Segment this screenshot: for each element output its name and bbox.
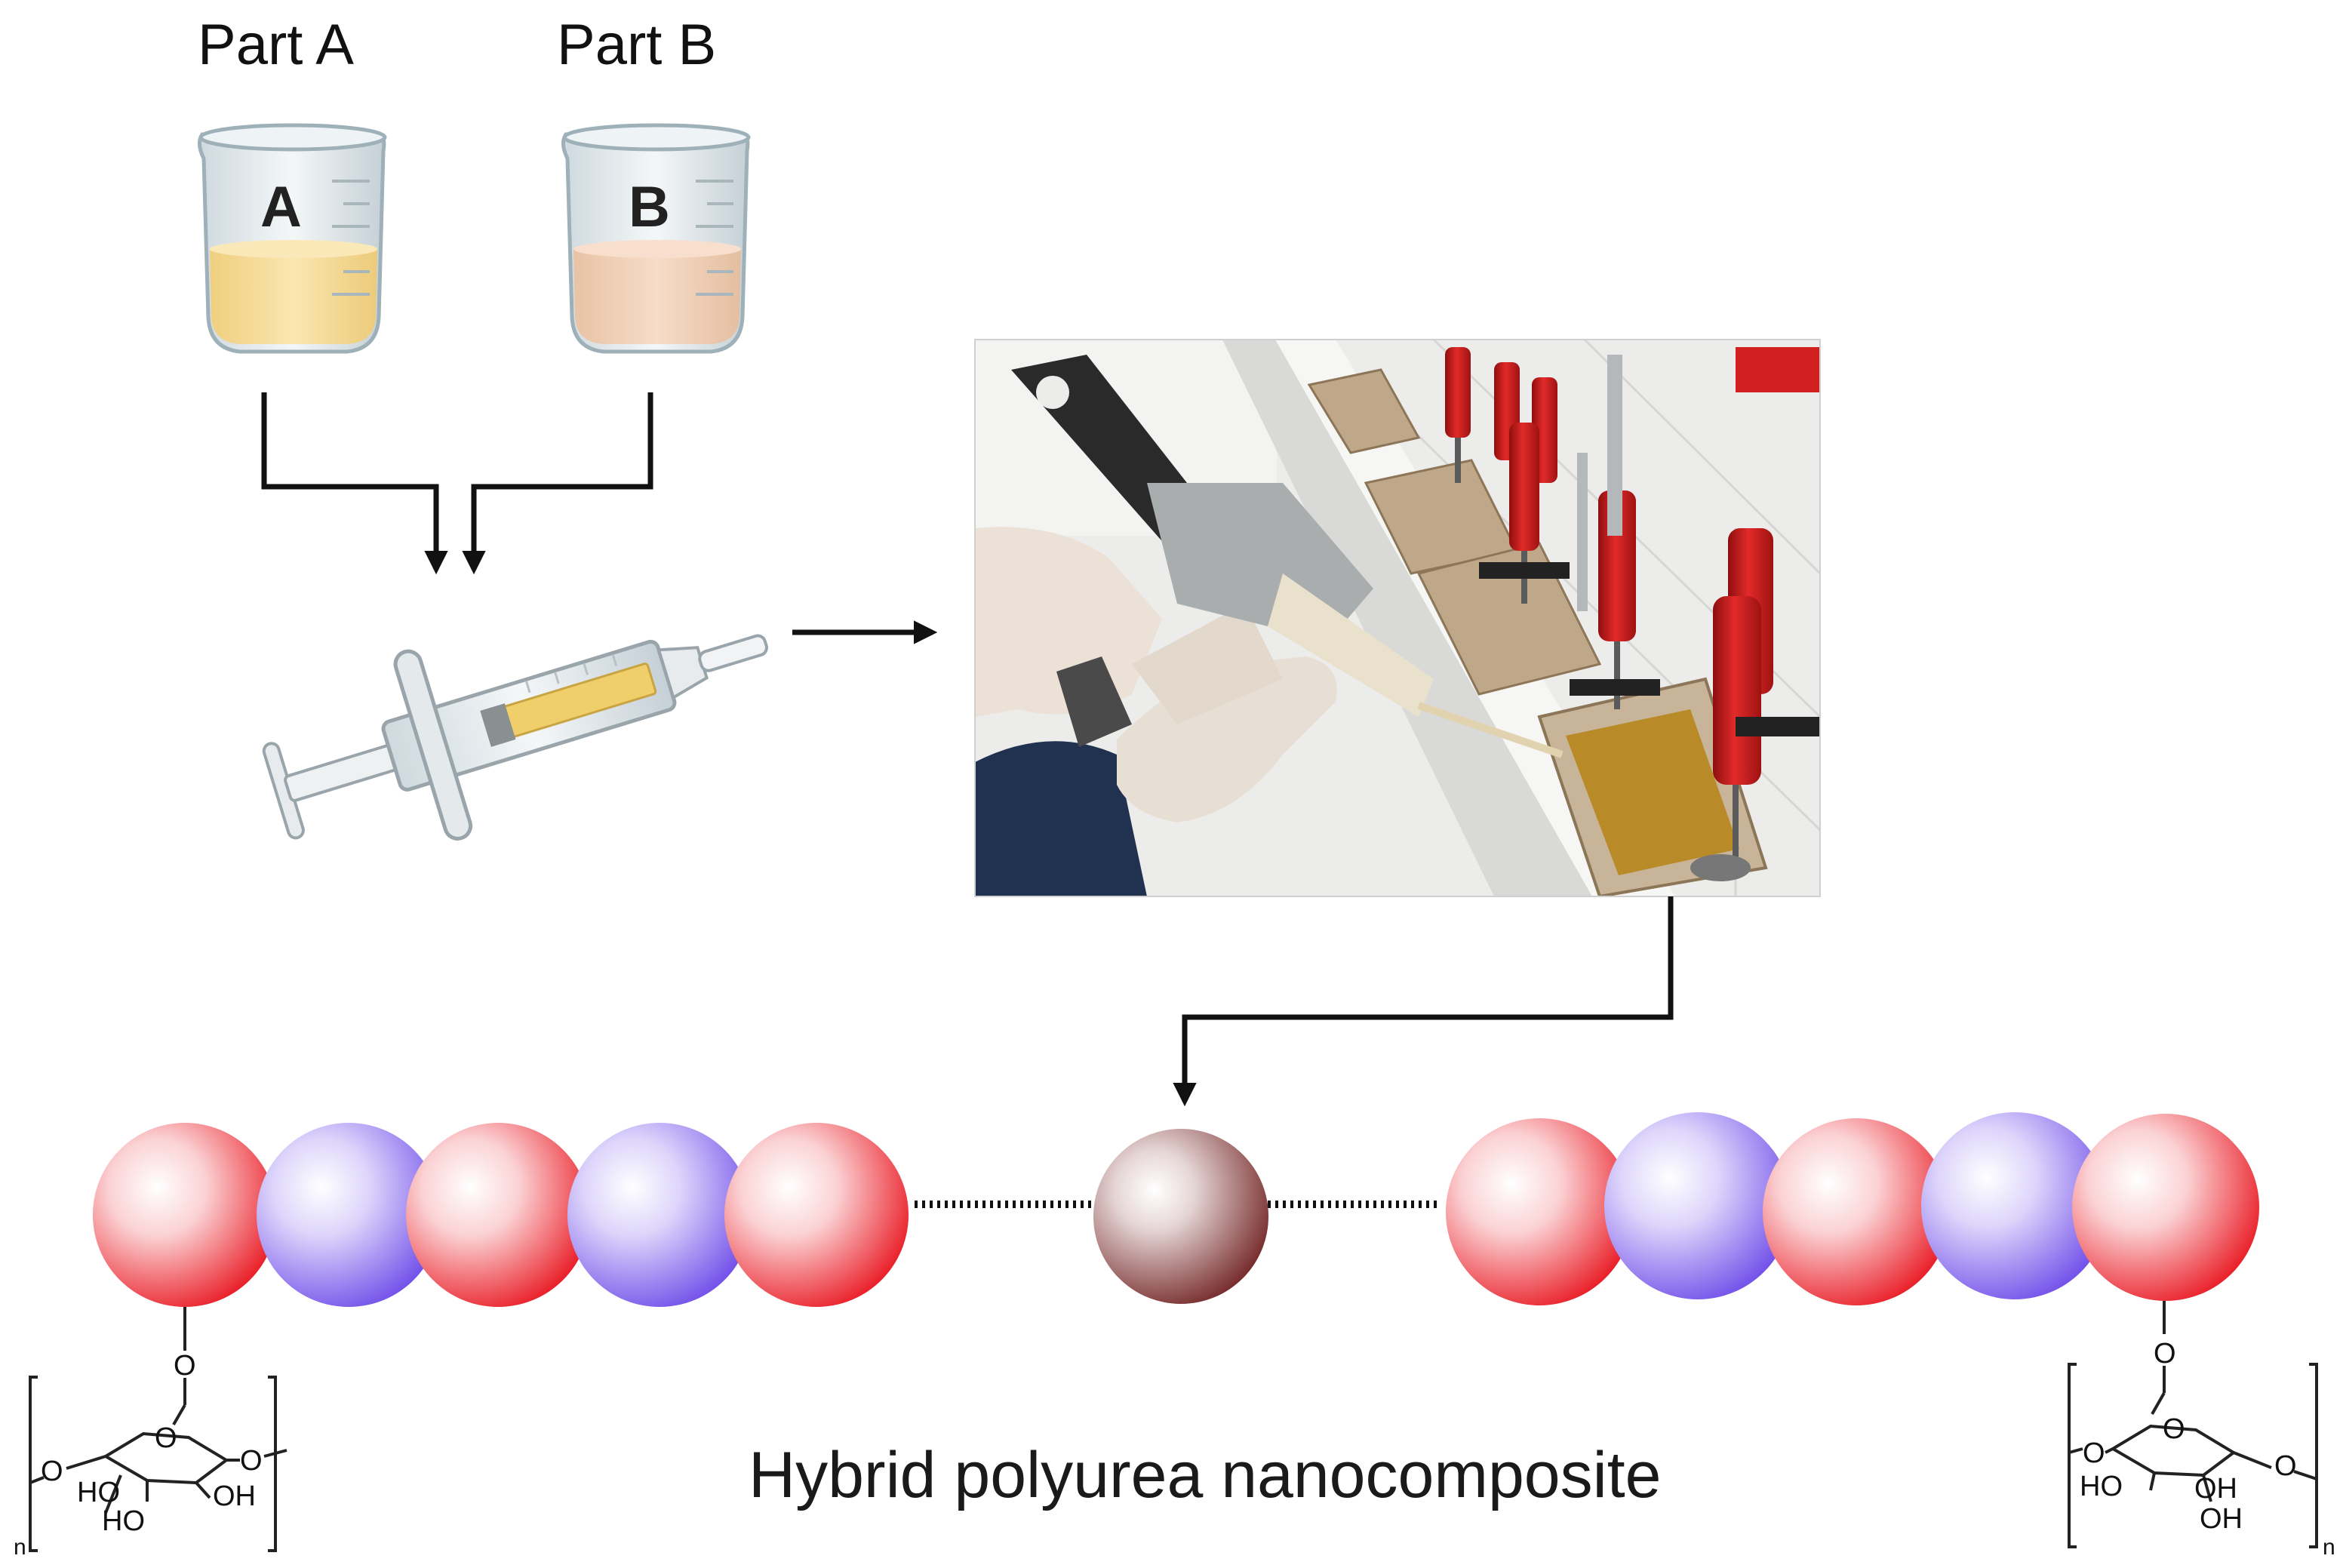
right-polymer-chain (1446, 1112, 2259, 1305)
beaker-b-letter: B (629, 175, 670, 239)
chem-oxygen-right: O (2154, 1338, 2176, 1370)
part-a-label: Part A (198, 13, 354, 77)
chem-repeat-left: n (14, 1535, 26, 1560)
left-cellulose-labels: O O O O OH HO HO n (14, 1350, 263, 1560)
chem-hydroxyl-right-b: OH (2200, 1503, 2243, 1535)
flow-arrow-to-composite (1173, 896, 1674, 1107)
chem-hydroxyl-rev-right: HO (2080, 1471, 2123, 1502)
beaker-a-letter: A (260, 175, 302, 239)
part-b-label: Part B (557, 13, 717, 77)
chem-oxygen-left-chain-b: O (240, 1445, 263, 1477)
beaker-a-icon: A (198, 123, 387, 354)
lab-photo (974, 339, 1821, 897)
nanoparticle-sphere (1093, 1129, 1268, 1304)
beaker-b-icon: B (561, 123, 751, 354)
chem-oxygen-right-chain-b: O (2274, 1450, 2297, 1482)
chem-hydroxyl-right: OH (2194, 1473, 2237, 1505)
chem-oxygen-left: O (174, 1350, 196, 1382)
left-cellulose-structure (29, 1307, 287, 1552)
chem-oxygen-right-chain: O (2083, 1437, 2105, 1469)
chem-oxygen-left-chain: O (41, 1456, 63, 1487)
clamp-group (1445, 347, 1820, 881)
mix-arrows (261, 392, 653, 575)
chem-ring-oxygen-left: O (155, 1422, 177, 1454)
right-cellulose-structure (2068, 1301, 2318, 1548)
chem-hydroxyl-left: OH (213, 1480, 256, 1512)
chem-repeat-right: n (2323, 1535, 2335, 1560)
chem-ring-oxygen-right: O (2163, 1413, 2185, 1445)
composite-caption: Hybrid polyurea nanocomposite (749, 1439, 1662, 1511)
right-cellulose-labels: O O O O HO OH OH n (2080, 1338, 2335, 1560)
chem-hydroxyl-rev-left: HO (77, 1477, 120, 1508)
left-polymer-chain (93, 1123, 909, 1307)
syringe-icon (262, 634, 768, 841)
chem-hydroxyl-rev-left-b: HO (102, 1505, 145, 1537)
